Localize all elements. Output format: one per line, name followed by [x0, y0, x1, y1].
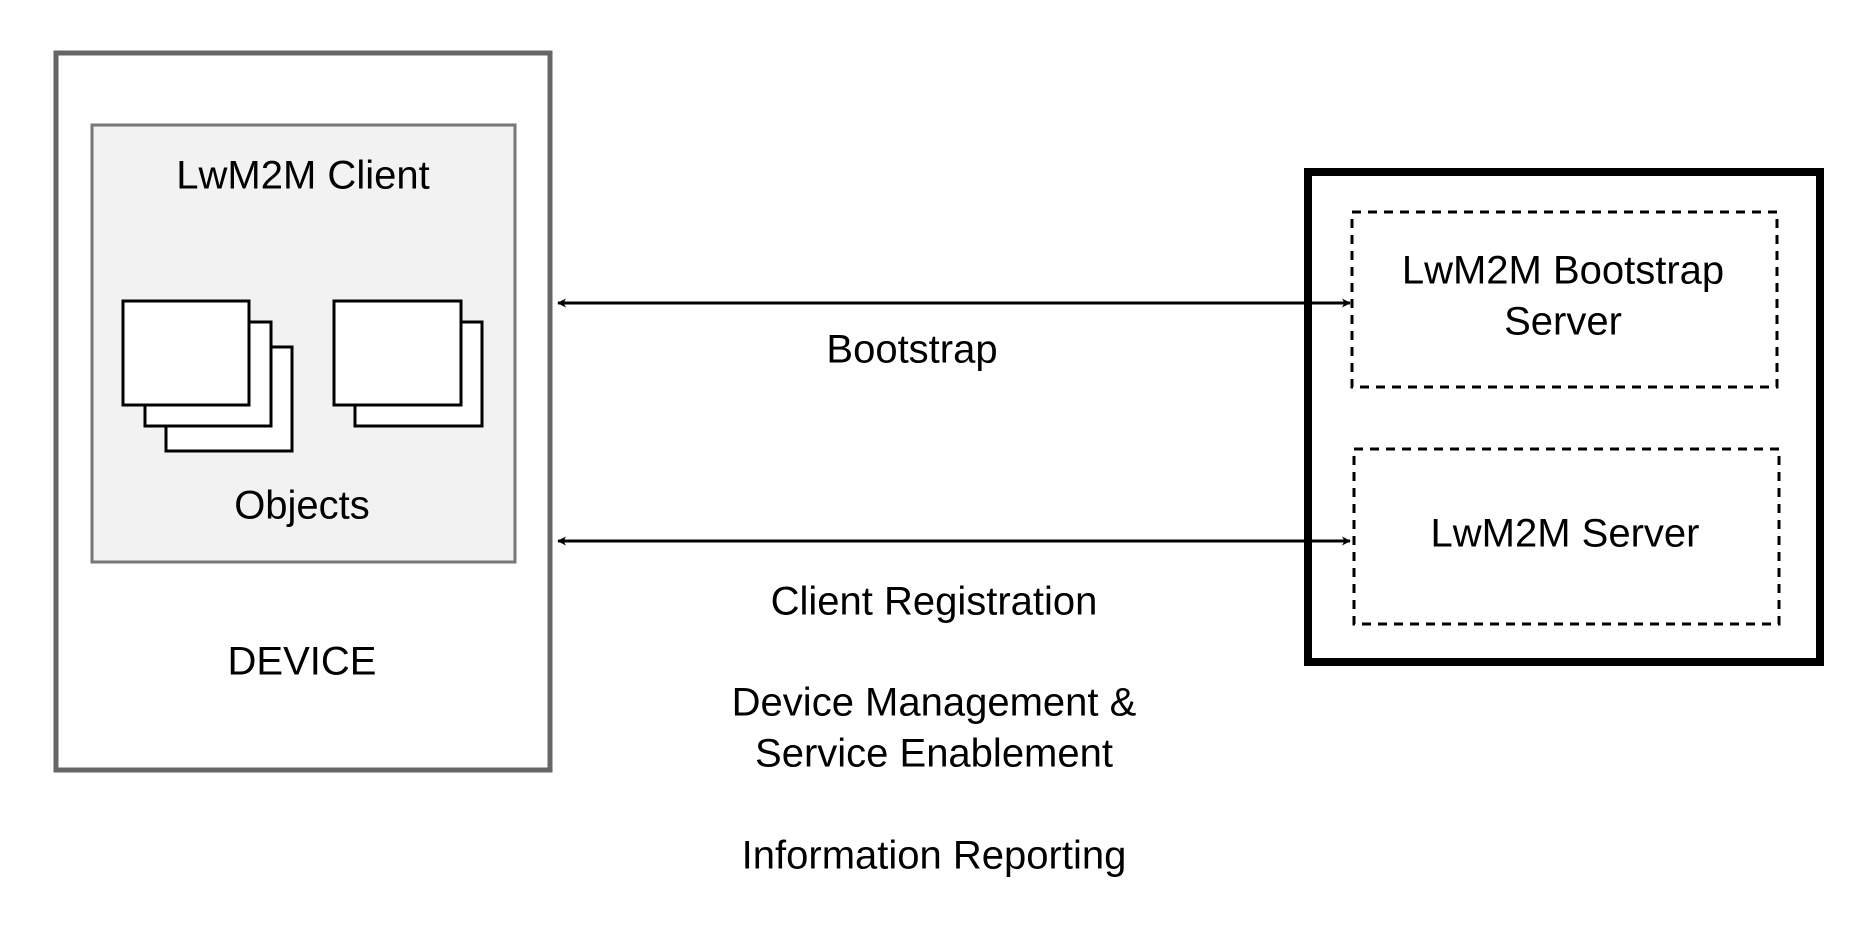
device-management-label-line1: Device Management & [732, 681, 1137, 725]
device-label: DEVICE [228, 640, 377, 684]
lwm2m-server-box [1352, 447, 1781, 626]
information-reporting-label: Information Reporting [742, 834, 1127, 878]
lwm2m-server-label: LwM2M Server [1431, 512, 1700, 556]
lwm2m-client-title: LwM2M Client [176, 154, 429, 198]
bootstrap-server-label-line2: Server [1504, 300, 1622, 344]
object-stack-left-icon [121, 299, 294, 453]
bootstrap-server-label-line1: LwM2M Bootstrap [1402, 249, 1724, 293]
objects-label: Objects [234, 484, 370, 528]
client-registration-label: Client Registration [771, 580, 1098, 624]
bootstrap-interface-label: Bootstrap [826, 328, 997, 372]
object-stack-right-icon [332, 299, 484, 428]
bootstrap-server-box [1350, 210, 1779, 389]
device-management-label-line2: Service Enablement [755, 732, 1113, 776]
